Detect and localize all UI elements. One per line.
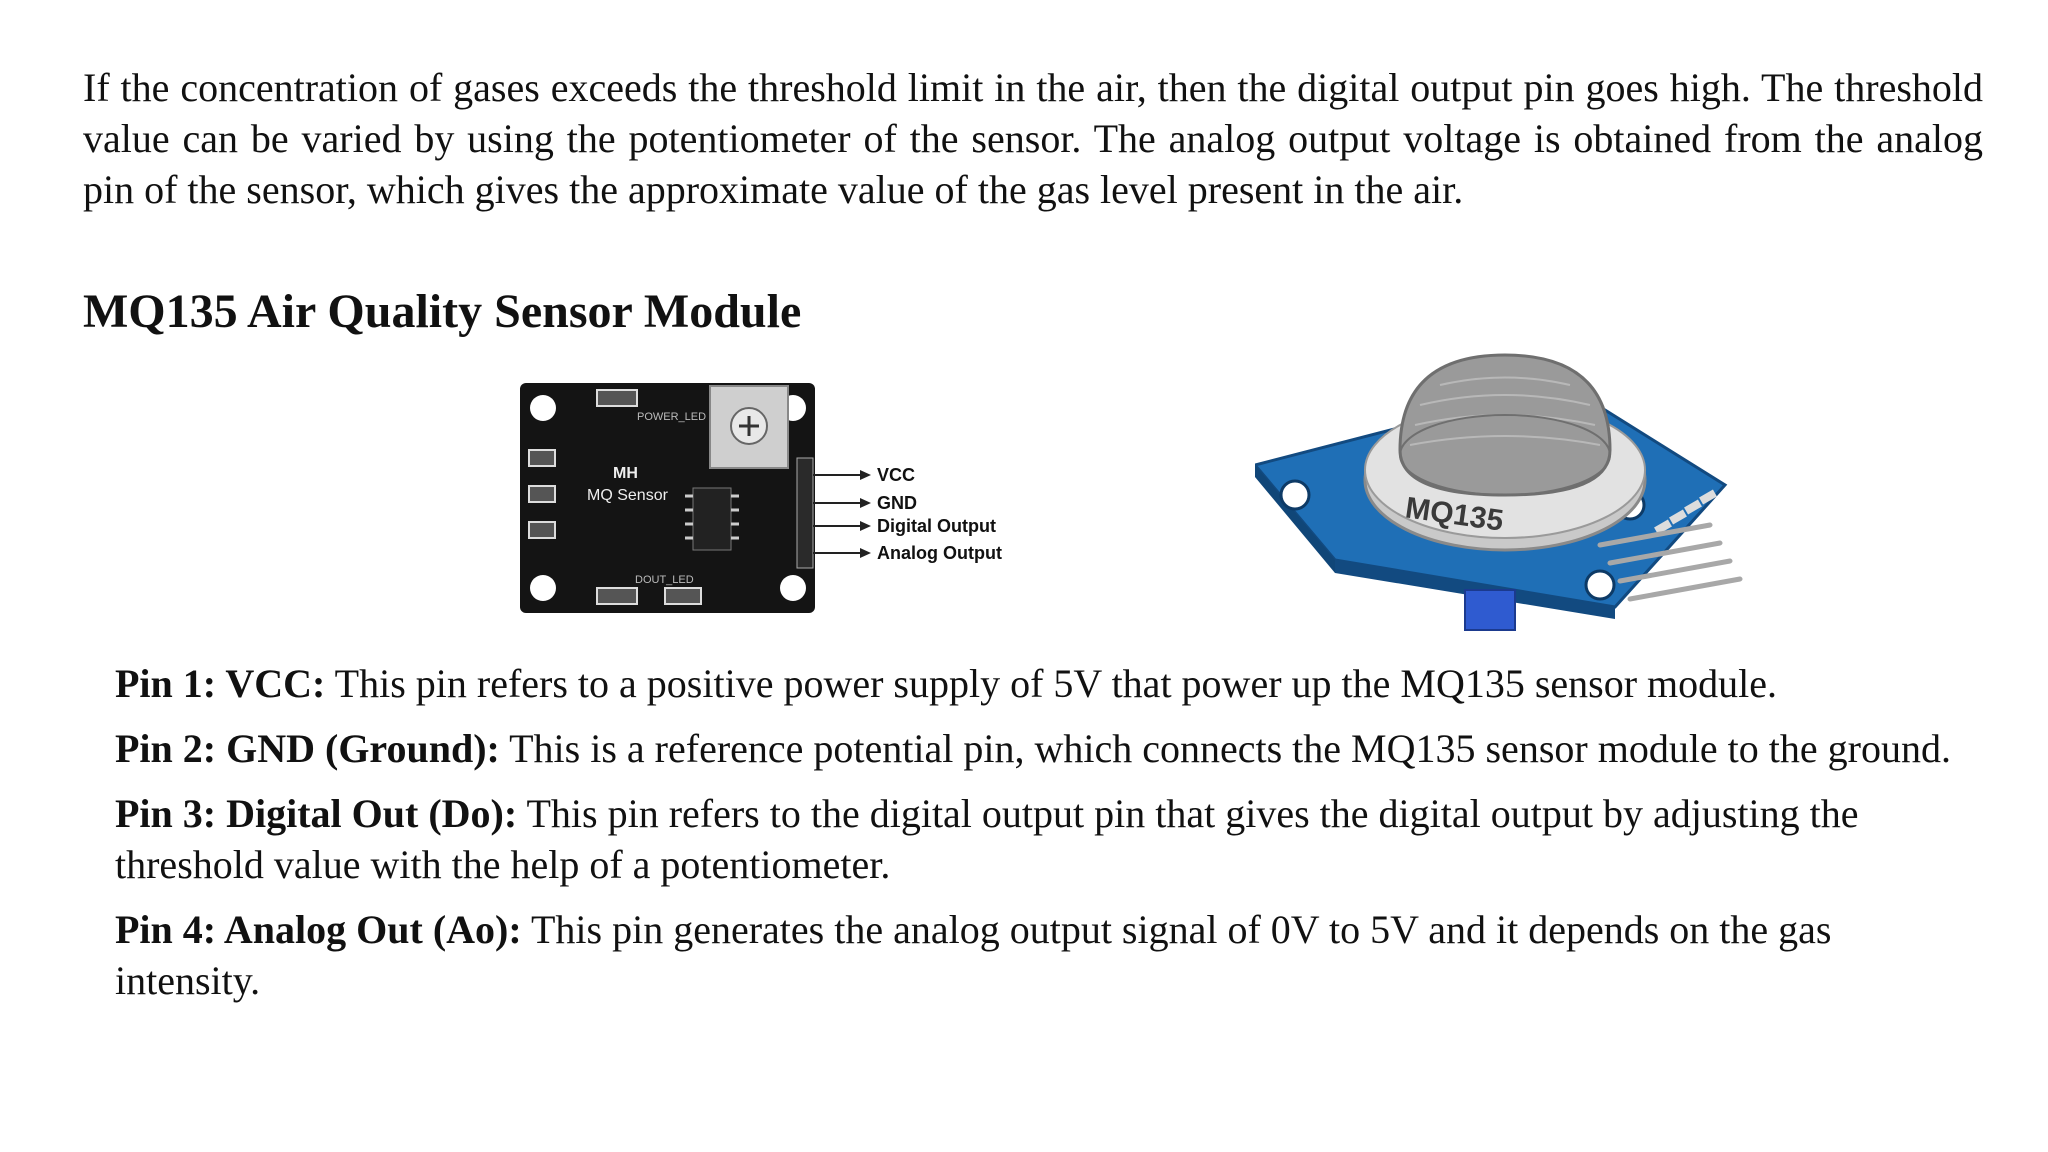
dout-led-label: DOUT_LED [635, 574, 694, 586]
potentiometer [1464, 589, 1516, 631]
sensor-pinout-diagram: POWER_LED DOUT_LED MH MQ Sensor VCC GND … [520, 383, 1002, 613]
pin-description: Pin 2: GND (Ground): This is a reference… [115, 723, 1975, 774]
mounting-hole [1279, 479, 1311, 511]
board-brand: MH [613, 465, 638, 482]
pin-label-analog-output: Analog Output [877, 543, 1002, 563]
smd-component [528, 449, 556, 467]
mounting-hole [1584, 569, 1616, 601]
section-heading: MQ135 Air Quality Sensor Module [83, 285, 802, 338]
pin-label: Pin 3: Digital Out (Do): [115, 791, 518, 836]
smd-component [664, 587, 702, 605]
pin-text: This pin generates the analog output sig… [115, 907, 1832, 1003]
mounting-hole [780, 575, 806, 601]
pin-label: Pin 4: Analog Out (Ao): [115, 907, 522, 952]
pin-label: Pin 2: GND (Ground): [115, 726, 500, 771]
dout-led [596, 587, 638, 605]
pin-text: This is a reference potential pin, which… [509, 726, 1951, 771]
pin-descriptions: Pin 1: VCC: This pin refers to a positiv… [115, 658, 1975, 1020]
pin-header [796, 457, 814, 569]
mounting-hole [530, 575, 556, 601]
pin-label: Pin 1: VCC: [115, 661, 326, 706]
pin-description: Pin 1: VCC: This pin refers to a positiv… [115, 658, 1975, 709]
pin-label-digital-output: Digital Output [877, 516, 996, 536]
power-led-label: POWER_LED [637, 411, 706, 423]
sensor-mesh [1398, 353, 1612, 497]
pin-label-gnd: GND [877, 493, 917, 513]
smd-component [528, 485, 556, 503]
smd-components [1654, 489, 1717, 535]
intro-paragraph: If the concentration of gases exceeds th… [83, 65, 1983, 212]
pin-label-vcc: VCC [877, 465, 915, 485]
mq135-module-photo: MQ135 [1255, 353, 1743, 631]
ic-chip [692, 487, 732, 551]
pin-text: This pin refers to the digital output pi… [115, 791, 1859, 887]
pin-text: This pin refers to a positive power supp… [334, 661, 1778, 706]
board-model: MQ Sensor [587, 487, 669, 504]
power-led [596, 389, 638, 407]
pin-description: Pin 3: Digital Out (Do): This pin refers… [115, 788, 1975, 890]
pin-description: Pin 4: Analog Out (Ao): This pin generat… [115, 904, 1975, 1006]
smd-component [528, 521, 556, 539]
mounting-hole [530, 395, 556, 421]
